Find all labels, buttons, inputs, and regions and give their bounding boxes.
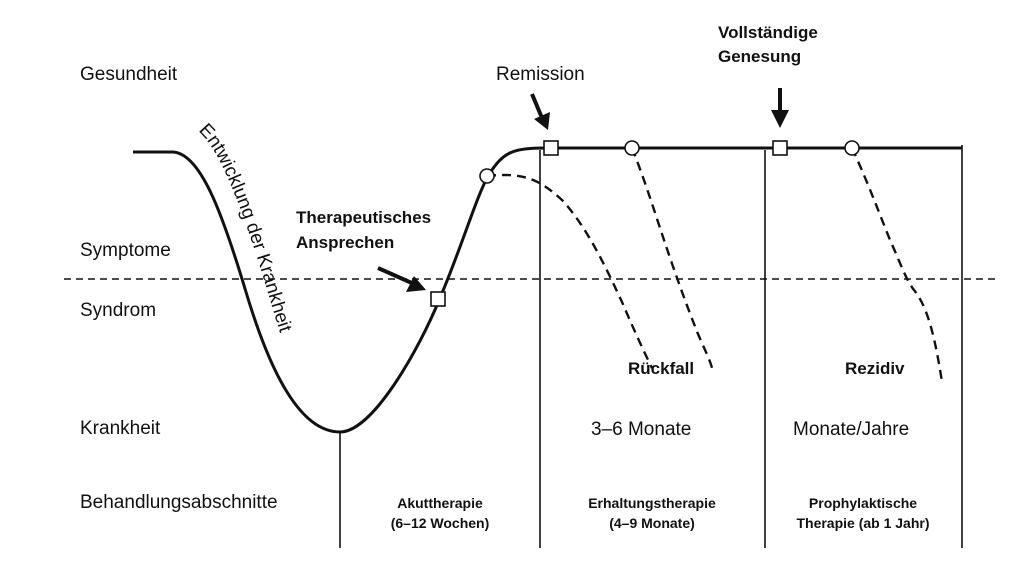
phase-akut-title: Akuttherapie (397, 495, 483, 511)
recovery-arrow-icon (771, 88, 789, 128)
response-branch-marker (479, 168, 495, 184)
annotation-vollstaendige: Vollständige (718, 23, 818, 42)
response-relapse-dashed (486, 173, 654, 369)
duration-prophylaxe: Monate/Jahre (793, 419, 909, 440)
curve-label-entwicklung: Entwicklung der Krankheit (195, 120, 296, 336)
illness-course-curve (133, 146, 962, 434)
label-symptome: Symptome (80, 240, 171, 261)
annotation-ansprechen: Ansprechen (296, 233, 394, 252)
phase-akut-duration: (6–12 Wochen) (391, 515, 490, 531)
duration-erhaltung: 3–6 Monate (591, 419, 691, 440)
phase-erhaltung-duration: (4–9 Monate) (609, 515, 695, 531)
phase-prophylaxe-duration: Therapie (ab 1 Jahr) (796, 515, 929, 531)
remission-arrow-icon (530, 93, 550, 130)
annotation-rueckfall: Rückfall (628, 359, 694, 378)
therapeutic-response-arrow-icon (377, 266, 426, 292)
recurrence-dashed (850, 147, 944, 383)
recurrence-branch-marker (844, 140, 860, 156)
label-syndrom: Syndrom (80, 300, 156, 321)
remission-marker (543, 140, 559, 156)
annotation-rezidiv: Rezidiv (845, 359, 905, 378)
label-behandlungsabschnitte: Behandlungsabschnitte (80, 492, 278, 513)
label-gesundheit: Gesundheit (80, 64, 178, 85)
remission-relapse-dashed (630, 147, 714, 369)
phase-prophylaxe-title: Prophylaktische (809, 495, 917, 511)
phase-erhaltung-title: Erhaltungstherapie (588, 495, 716, 511)
relapse-branch-marker (624, 140, 640, 156)
annotation-therapeutisches: Therapeutisches (296, 208, 431, 227)
annotation-genesung: Genesung (718, 47, 801, 66)
annotation-remission: Remission (496, 64, 585, 85)
label-krankheit: Krankheit (80, 418, 161, 439)
recovery-marker (772, 140, 788, 156)
therapeutic-response-marker (430, 291, 446, 307)
curve-label-text: Entwicklung der Krankheit (195, 120, 296, 336)
